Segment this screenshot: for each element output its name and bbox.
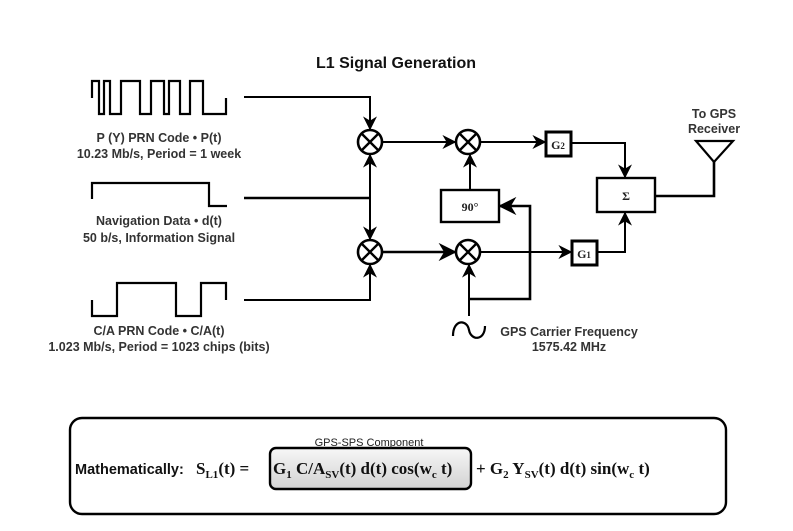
ca-code-waveform [90, 281, 228, 318]
ca-code-label: C/A PRN Code • C/A(t) [94, 324, 225, 338]
gain-g1-box [570, 239, 599, 267]
gain-g2-label: G2 [551, 138, 565, 152]
summer-box [595, 176, 657, 214]
nav-data-detail: 50 b/s, Information Signal [83, 231, 235, 245]
g2-to-sum-wire [571, 142, 632, 179]
ca-code-wire [244, 263, 377, 301]
carrier-label: GPS Carrier Frequency [500, 325, 638, 339]
equation-prefix: Mathematically: [75, 462, 184, 478]
p-code-label: P (Y) PRN Code • P(t) [97, 131, 222, 145]
phase-shift-label: 90° [462, 200, 479, 214]
sps-component-label: GPS-SPS Component [315, 437, 424, 449]
equation-formula: SL1(t) = G1 C/ASV(t) d(t) cos(wc t) + G2… [196, 459, 650, 481]
p-code-detail: 10.23 Mb/s, Period = 1 week [77, 147, 241, 161]
sum-to-antenna-wire [655, 162, 716, 198]
mixer-p-nav [356, 128, 384, 156]
g1-to-sum-wire [597, 211, 632, 253]
mixer-carrier-cos [454, 238, 482, 266]
sine-wave-icon [451, 321, 487, 339]
mixer-carrier-sin [454, 128, 482, 156]
summer-label: Σ [622, 189, 630, 203]
sps-component-highlight [268, 446, 473, 491]
p-code-waveform [90, 79, 228, 116]
output-label-line2: Receiver [688, 122, 740, 136]
gain-g1-label: G1 [577, 247, 591, 261]
p-code-wire [244, 96, 377, 131]
output-label-line1: To GPS [692, 107, 736, 121]
carrier-value: 1575.42 MHz [532, 340, 606, 354]
ca-code-detail: 1.023 Mb/s, Period = 1023 chips (bits) [48, 340, 269, 354]
nav-data-label: Navigation Data • d(t) [96, 214, 222, 228]
diagram-title: L1 Signal Generation [316, 55, 476, 72]
antenna-icon [693, 139, 736, 164]
mixer-ca-nav [356, 238, 384, 266]
phase-shift-box [439, 188, 501, 224]
nav-data-waveform [90, 181, 227, 208]
